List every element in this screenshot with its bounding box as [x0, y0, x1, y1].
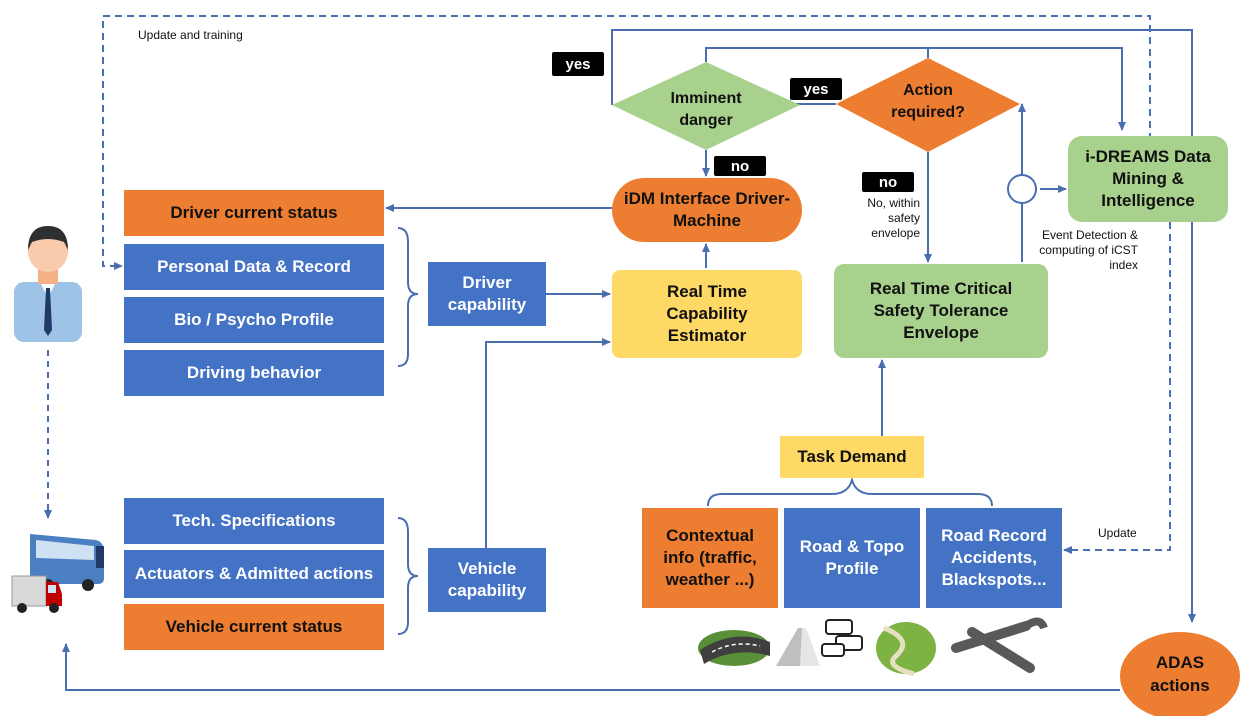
- event-detection-label: Event Detection & computing of iCST inde…: [1039, 228, 1138, 272]
- traffic-cars-icon: [821, 619, 863, 657]
- adas-feed-arrow: [611, 29, 1196, 623]
- event-junction-circle: [1007, 174, 1037, 204]
- road-icon: [698, 630, 770, 666]
- driver-person-icon: [14, 226, 82, 342]
- personal-data-box: Personal Data & Record: [124, 244, 384, 290]
- road-record-box: Road Record Accidents, Blackspots...: [926, 508, 1062, 608]
- vehicle-cap-arrow: [485, 338, 611, 548]
- task-brace: [707, 476, 993, 507]
- junction-road-icon: [951, 617, 1048, 673]
- yes-mid-tag: yes: [790, 78, 842, 100]
- driver-current-status-box: Driver current status: [124, 190, 384, 236]
- capability-estimator-box: Real Time Capability Estimator: [612, 270, 802, 358]
- idreams-box: i-DREAMS Data Mining & Intelligence: [1068, 136, 1228, 222]
- adas-return-arrow: [62, 643, 1120, 691]
- adas-circle: [1120, 632, 1240, 716]
- vehicle-brace: [397, 517, 419, 635]
- adas-actions-label: ADAS actions: [1150, 653, 1210, 695]
- task-demand-box: Task Demand: [780, 436, 924, 478]
- update-arrow: [1063, 222, 1171, 554]
- action-required-label: Action required?: [891, 82, 965, 121]
- curvy-road-icon: [876, 622, 936, 677]
- highway-icon: [776, 628, 820, 666]
- safety-envelope-box: Real Time Critical Safety Tolerance Enve…: [834, 264, 1048, 358]
- top-to-idreams-arrow: [706, 47, 1126, 131]
- action-required-diamond: [836, 58, 1020, 152]
- no-idm-tag: no: [714, 156, 766, 176]
- truck-icon: [11, 575, 62, 613]
- update-training-label: Update and training: [138, 28, 243, 42]
- no-envelope-tag: no: [862, 172, 914, 192]
- update-training-arrow: [102, 15, 1151, 270]
- tech-specifications-box: Tech. Specifications: [124, 498, 384, 544]
- imminent-danger-label: Imminent danger: [670, 90, 742, 129]
- actuators-box: Actuators & Admitted actions: [124, 550, 384, 598]
- driver-brace: [397, 227, 419, 367]
- update-label: Update: [1098, 526, 1137, 540]
- vehicle-current-status-box: Vehicle current status: [124, 604, 384, 650]
- imminent-danger-diamond: [612, 62, 800, 150]
- yes-left-tag: yes: [552, 52, 604, 76]
- idm-interface-box: iDM Interface Driver-Machine: [612, 178, 802, 242]
- vehicle-capability-box: Vehicle capability: [428, 548, 546, 612]
- driving-behavior-box: Driving behavior: [124, 350, 384, 396]
- no-within-envelope-label: No, within safety envelope: [867, 196, 920, 240]
- action-idreams-arrow: [705, 47, 929, 62]
- road-topo-box: Road & Topo Profile: [784, 508, 920, 608]
- contextual-info-box: Contextual info (traffic, weather ...): [642, 508, 778, 608]
- bio-profile-box: Bio / Psycho Profile: [124, 297, 384, 343]
- driver-capability-box: Driver capability: [428, 262, 546, 326]
